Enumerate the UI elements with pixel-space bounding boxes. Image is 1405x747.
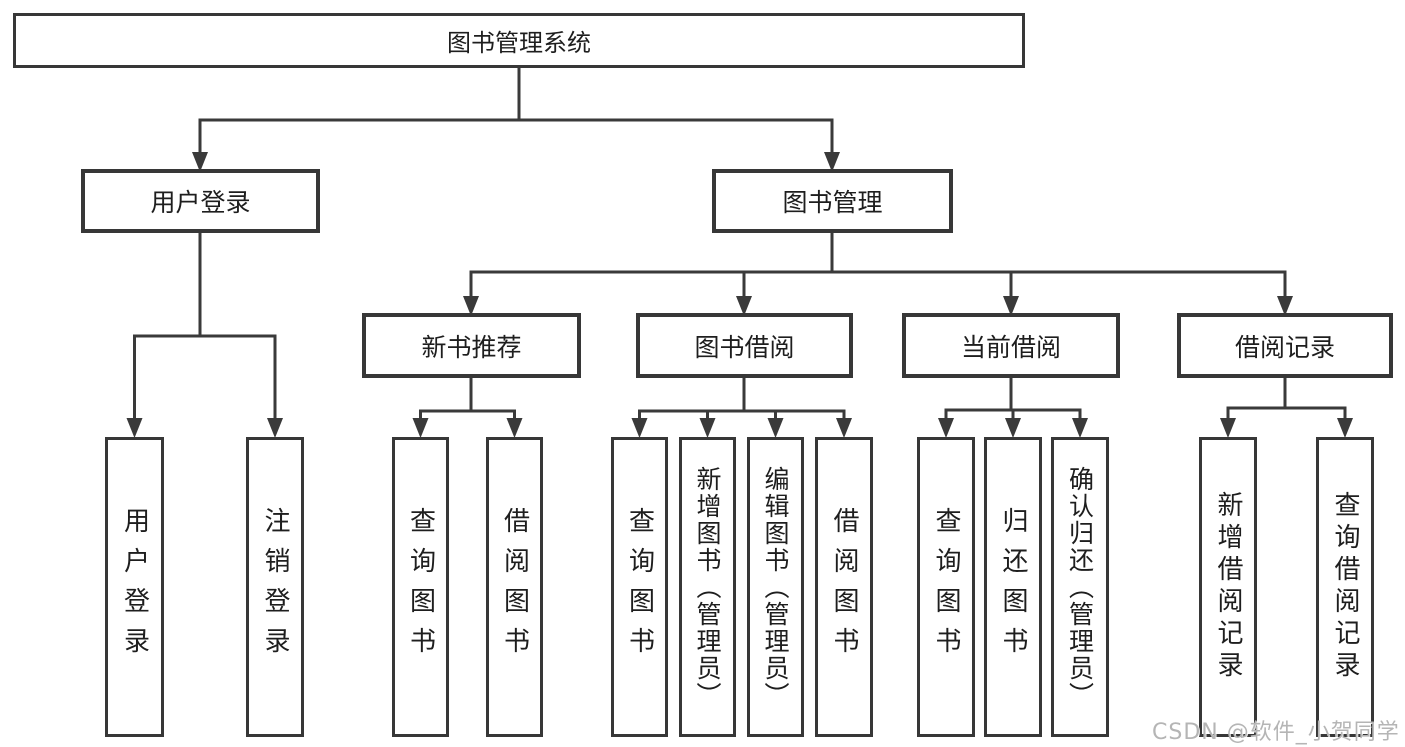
node-book-management: 图书管理 bbox=[712, 169, 953, 233]
node-current-borrow: 当前借阅 bbox=[902, 313, 1120, 378]
node-new-book-recommend: 新书推荐 bbox=[362, 313, 581, 378]
leaf-add-borrow-record: 新增借阅记录 bbox=[1199, 437, 1257, 737]
leaf-add-book-admin-label: 新增图书（管理员） bbox=[693, 465, 722, 709]
node-new-book-recommend-label: 新书推荐 bbox=[421, 332, 522, 362]
leaf-confirm-return-admin: 确认归还（管理员） bbox=[1051, 437, 1109, 737]
node-root: 图书管理系统 bbox=[13, 13, 1025, 68]
node-book-management-label: 图书管理 bbox=[782, 188, 883, 217]
node-borrow-record-label: 借阅记录 bbox=[1234, 332, 1335, 362]
node-book-borrow: 图书借阅 bbox=[636, 313, 853, 378]
leaf-borrow-book-recommend: 借阅图书 bbox=[486, 437, 543, 737]
node-current-borrow-label: 当前借阅 bbox=[960, 332, 1061, 362]
leaf-add-book-admin: 新增图书（管理员） bbox=[679, 437, 736, 737]
csdn-watermark: CSDN @软件_小贺同学 bbox=[1152, 720, 1400, 745]
leaf-user-login: 用户登录 bbox=[105, 437, 164, 737]
leaf-return-book-label: 归还图书 bbox=[998, 507, 1028, 667]
leaf-logout-label: 注销登录 bbox=[260, 507, 290, 667]
leaf-query-book-current: 查询图书 bbox=[917, 437, 975, 737]
leaf-borrow-book: 借阅图书 bbox=[815, 437, 873, 737]
leaf-query-book-recommend: 查询图书 bbox=[392, 437, 449, 737]
arrowheads bbox=[126, 152, 1353, 438]
leaf-query-borrow-record: 查询借阅记录 bbox=[1316, 437, 1374, 737]
leaf-borrow-book-label: 借阅图书 bbox=[829, 507, 859, 667]
leaf-user-login-label: 用户登录 bbox=[119, 507, 150, 667]
leaf-query-book-current-label: 查询图书 bbox=[931, 507, 961, 667]
leaf-return-book: 归还图书 bbox=[984, 437, 1042, 737]
leaf-query-book-recommend-label: 查询图书 bbox=[405, 507, 436, 667]
leaf-edit-book-admin-label: 编辑图书（管理员） bbox=[761, 465, 790, 709]
leaf-confirm-return-admin-label: 确认归还（管理员） bbox=[1065, 465, 1095, 709]
node-book-borrow-label: 图书借阅 bbox=[694, 332, 795, 362]
leaf-edit-book-admin: 编辑图书（管理员） bbox=[747, 437, 804, 737]
leaf-query-book-borrow: 查询图书 bbox=[611, 437, 668, 737]
node-borrow-record: 借阅记录 bbox=[1177, 313, 1393, 378]
node-user-login: 用户登录 bbox=[81, 169, 320, 233]
leaf-query-borrow-record-label: 查询借阅记录 bbox=[1330, 491, 1360, 683]
leaf-borrow-book-recommend-label: 借阅图书 bbox=[499, 507, 530, 667]
node-user-login-label: 用户登录 bbox=[150, 188, 251, 217]
leaf-logout: 注销登录 bbox=[246, 437, 304, 737]
node-root-label: 图书管理系统 bbox=[447, 29, 591, 57]
leaf-add-borrow-record-label: 新增借阅记录 bbox=[1213, 491, 1243, 683]
leaf-query-book-borrow-label: 查询图书 bbox=[624, 507, 655, 667]
